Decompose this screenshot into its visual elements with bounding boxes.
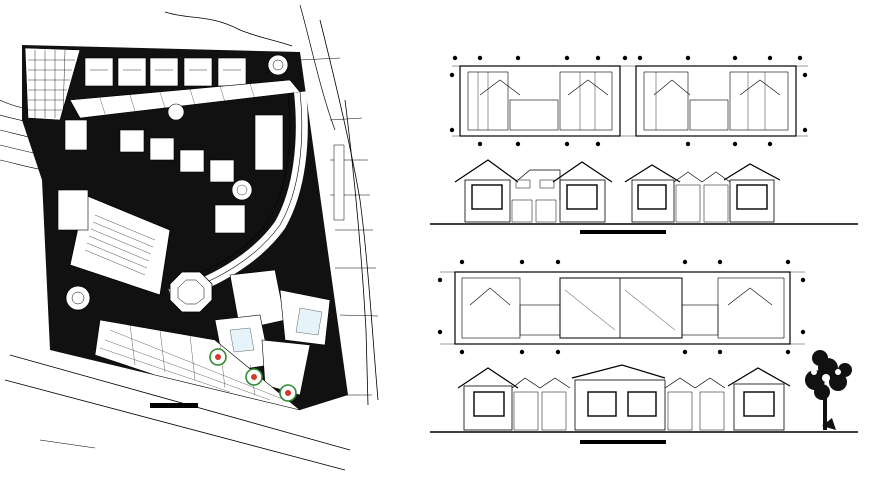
grid-markers — [437, 259, 806, 355]
road-edge-line — [9, 354, 351, 451]
elevation-upper — [430, 159, 858, 234]
circular-plaza-inner — [272, 59, 284, 71]
grid-markers — [449, 55, 808, 147]
walkway-pattern — [99, 83, 256, 115]
vertical-label-box — [333, 144, 345, 221]
auditorium-building — [69, 194, 171, 296]
site-plan — [0, 4, 379, 471]
leader-line — [39, 439, 96, 449]
entrance-block — [57, 189, 89, 231]
road-label-bar — [150, 403, 198, 408]
tree-marker-center — [215, 354, 221, 360]
elevation-house-left — [454, 159, 613, 223]
caption-bar — [580, 440, 666, 444]
circular-plaza — [267, 54, 289, 76]
tree-marker-center — [285, 390, 291, 396]
caption-bar — [580, 230, 666, 234]
hatched-area — [24, 47, 81, 121]
floor-plan-unit-a — [459, 65, 621, 137]
contour-line — [164, 11, 293, 47]
tree-marker-center — [251, 374, 257, 380]
octagonal-plaza-inner — [177, 279, 205, 305]
elevation-house-right — [624, 163, 781, 223]
octagonal-plaza — [169, 271, 213, 313]
floor-plan-unit-b — [635, 65, 797, 137]
building-row-top — [84, 57, 247, 87]
floor-plan-lower — [437, 259, 806, 355]
tree-marker-group — [209, 348, 297, 402]
fountain-inner — [71, 291, 85, 305]
road-edge-line — [319, 19, 379, 401]
fountain — [65, 285, 91, 311]
building-cluster-middle — [64, 114, 284, 234]
glazed-roof — [229, 307, 323, 353]
auditorium-seating — [84, 214, 156, 276]
tree-icon — [805, 350, 852, 430]
contour-line — [299, 4, 336, 131]
road-edge-line — [4, 379, 346, 471]
circular-node — [167, 103, 185, 121]
curved-walkway-edge — [167, 93, 291, 284]
elevation-lower — [430, 350, 858, 444]
floor-plan-upper — [449, 55, 808, 147]
circular-node-inner — [236, 184, 248, 196]
road-edge-line — [344, 99, 369, 406]
hatch-pattern — [28, 49, 75, 118]
circular-node — [231, 179, 253, 201]
